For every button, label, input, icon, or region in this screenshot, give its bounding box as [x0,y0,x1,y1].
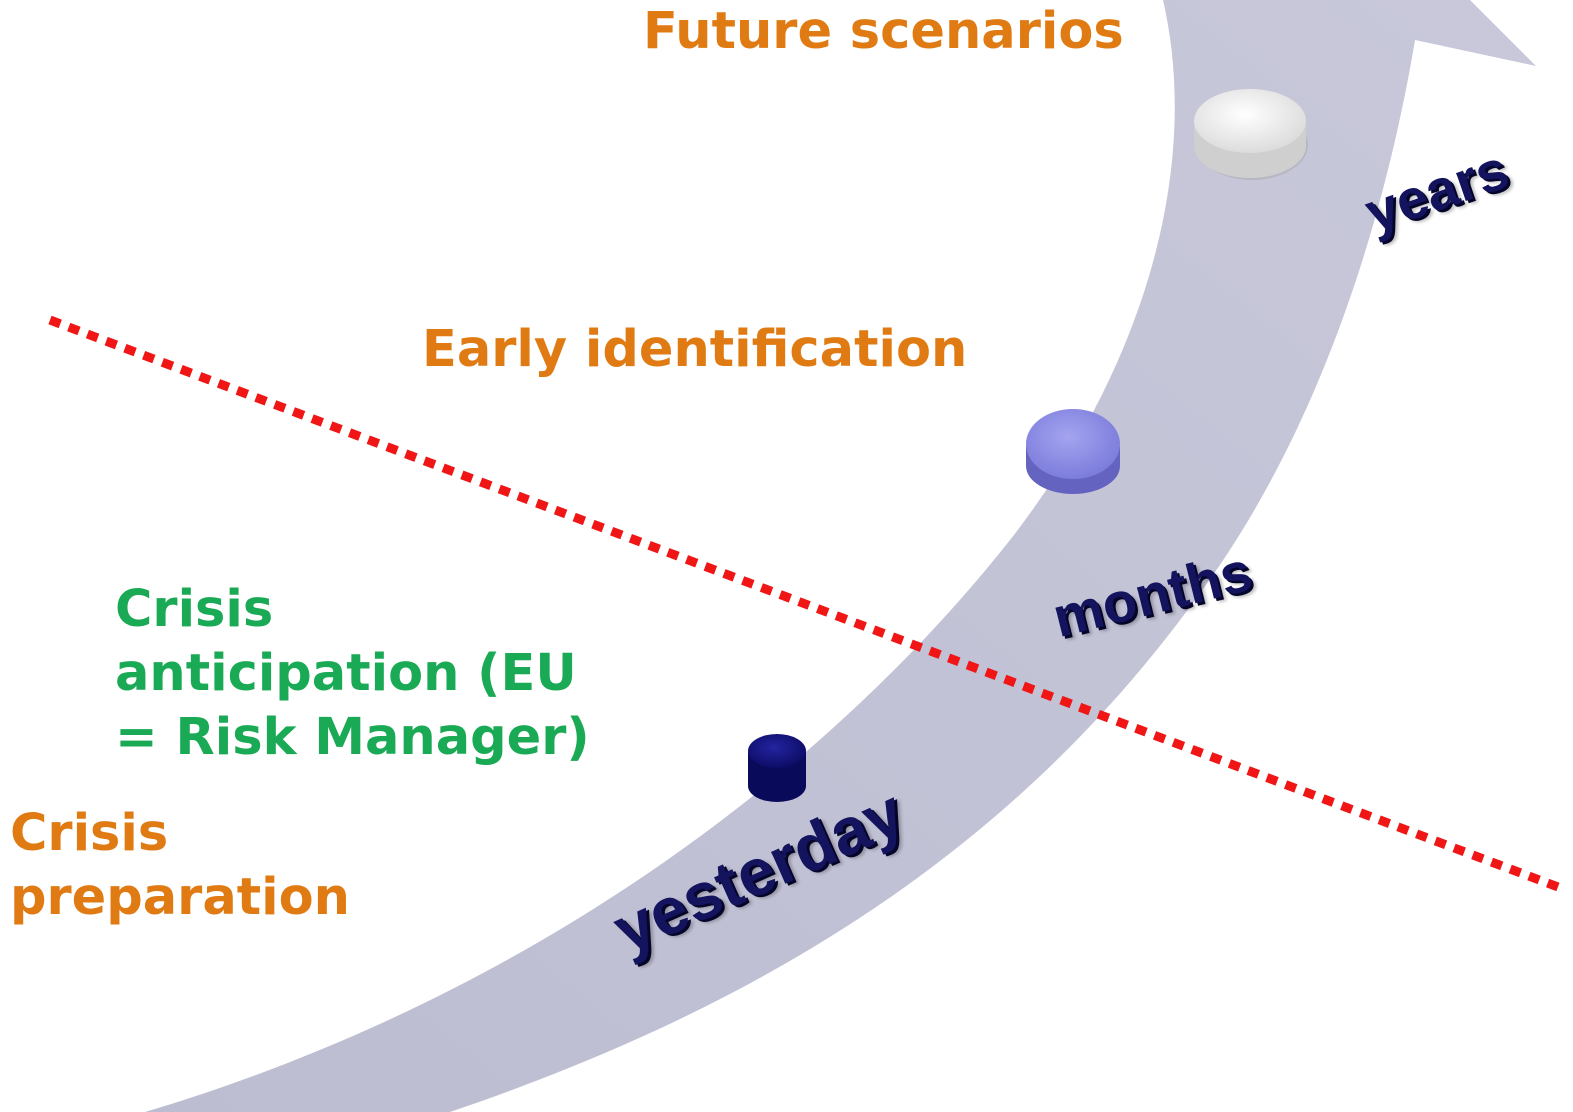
label-future-scenarios: Future scenarios [643,2,1124,61]
label-crisis-anticipation: Crisis anticipation (EU = Risk Manager) [115,578,590,770]
label-crisis-anticipation-line: anticipation (EU [115,644,577,703]
marker-years [1194,89,1308,180]
label-crisis-anticipation-line: Crisis [115,580,274,639]
label-early-identification: Early identification [422,320,968,379]
marker-months [1026,409,1120,494]
marker-yesterday [748,734,806,802]
label-crisis-anticipation-line: = Risk Manager) [115,708,590,767]
label-crisis-preparation-line: Crisis [10,804,169,863]
divider-line [48,315,1568,895]
label-crisis-preparation: Crisis preparation [10,802,350,930]
timeline-arrow [145,0,1536,1112]
label-crisis-preparation-line: preparation [10,868,350,927]
